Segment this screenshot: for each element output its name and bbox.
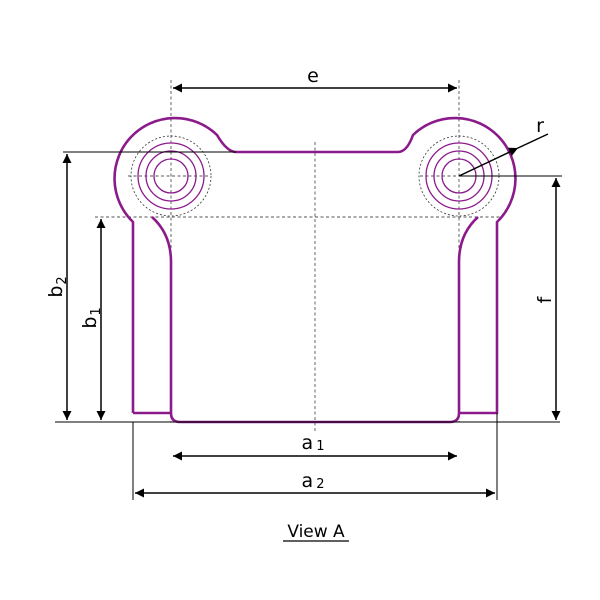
label-r: r: [536, 115, 544, 137]
label-a2-main: a: [302, 470, 314, 492]
label-b2: b2: [45, 276, 70, 297]
svg-text:b1: b1: [79, 307, 104, 328]
part-outline: [113, 116, 517, 424]
dimension-lines: [62, 83, 561, 498]
label-b1: b1: [79, 307, 104, 328]
outer-contour: [113, 116, 517, 424]
left-hole-inner-ring: [153, 158, 189, 194]
label-f: f: [534, 295, 556, 303]
label-b2-main: b: [45, 286, 67, 298]
label-a1-main: a: [302, 432, 314, 454]
label-b2-sub: 2: [55, 276, 70, 284]
center-lines: [95, 80, 505, 432]
label-a2-sub: 2: [316, 477, 324, 492]
svg-text:b2: b2: [45, 276, 70, 297]
caption-text: View A: [287, 522, 345, 542]
svg-text:f: f: [534, 295, 556, 303]
label-e: e: [307, 65, 319, 87]
left-hole-middle-ring: [145, 150, 197, 202]
label-b1-sub: 1: [89, 307, 104, 315]
left-hole-outer-ring: [137, 142, 205, 210]
extension-lines: [55, 151, 562, 500]
label-a1-sub: 1: [316, 439, 324, 454]
view-caption: View A: [283, 522, 349, 542]
dimension-r-leader: [517, 133, 549, 149]
left-hole-pitch-circle: [130, 135, 212, 217]
dimension-r-inner-line: [458, 147, 519, 177]
label-b1-main: b: [79, 317, 101, 329]
